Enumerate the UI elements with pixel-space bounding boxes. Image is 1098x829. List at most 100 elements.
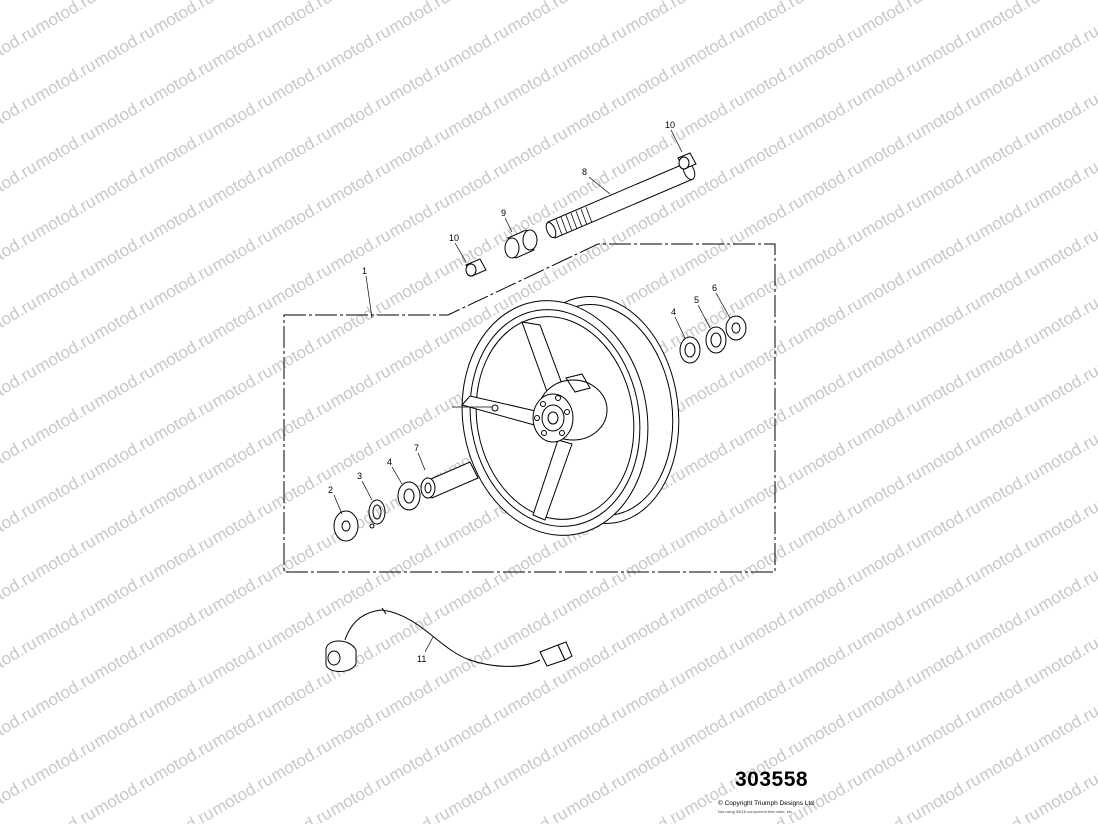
watermark-text: motod.ru <box>150 667 218 717</box>
watermark-text: motod.ru <box>563 21 631 71</box>
watermark-text: motod.ru <box>917 769 985 819</box>
watermark-text: motod.ru <box>445 769 513 819</box>
watermark-text: motod.ru <box>563 633 631 683</box>
watermark-text: motod.ru <box>681 701 749 751</box>
watermark-text: motod.ru <box>681 429 749 479</box>
watermark-text: motod.ru <box>268 463 336 513</box>
watermark-text: motod.ru <box>386 803 454 824</box>
watermark-text: motod.ru <box>386 55 454 105</box>
watermark-text: motod.ru <box>91 225 159 275</box>
watermark-text: motod.ru <box>150 123 218 173</box>
watermark-text: motod.ru <box>209 0 277 3</box>
end-cap-icon <box>678 153 696 169</box>
watermark-text: motod.ru <box>740 259 808 309</box>
watermark-text: motod.ru <box>1035 565 1098 615</box>
watermark-text: motod.ru <box>504 803 572 824</box>
watermark-text: motod.ru <box>681 89 749 139</box>
watermark-text: motod.ru <box>622 803 690 824</box>
watermark-text: motod.ru <box>799 89 867 139</box>
watermark-text: motod.ru <box>0 429 40 479</box>
watermark-text: motod.ru <box>504 735 572 785</box>
watermark-text: motod.ru <box>1094 803 1098 824</box>
watermark-text: motod.ru <box>445 157 513 207</box>
watermark-text: motod.ru <box>32 55 100 105</box>
watermark-text: motod.ru <box>150 0 218 37</box>
watermark-text: motod.ru <box>1035 701 1098 751</box>
watermark-text: motod.ru <box>740 0 808 37</box>
fine-print: Not using 98/16 component test mark, etc… <box>718 809 793 814</box>
watermark-text: motod.ru <box>563 89 631 139</box>
watermark-text: motod.ru <box>976 531 1044 581</box>
watermark-text: motod.ru <box>917 21 985 71</box>
watermark-text: motod.ru <box>268 55 336 105</box>
watermark-text: motod.ru <box>209 225 277 275</box>
watermark-text: motod.ru <box>858 191 926 241</box>
watermark-text: motod.ru <box>858 55 926 105</box>
watermark-text: motod.ru <box>917 225 985 275</box>
watermark-text: motod.ru <box>150 327 218 377</box>
watermark-text: motod.ru <box>1035 225 1098 275</box>
watermark-text: motod.ru <box>32 259 100 309</box>
callout-2: 2 <box>328 485 333 495</box>
watermark-text: motod.ru <box>917 565 985 615</box>
watermark-text: motod.ru <box>1035 0 1098 3</box>
watermark-text: motod.ru <box>32 803 100 824</box>
watermark-text: motod.ru <box>917 157 985 207</box>
watermark-text: motod.ru <box>386 667 454 717</box>
watermark-text: motod.ru <box>563 769 631 819</box>
watermark-text: motod.ru <box>268 0 336 37</box>
watermark-text: motod.ru <box>799 293 867 343</box>
watermark-text: motod.ru <box>386 735 454 785</box>
copyright-notice: © Copyright Triumph Designs Ltd <box>718 800 814 807</box>
watermark-text: motod.ru <box>150 531 218 581</box>
watermark-text: motod.ru <box>91 565 159 615</box>
watermark-text: motod.ru <box>1035 89 1098 139</box>
watermark-text: motod.ru <box>327 157 395 207</box>
watermark-text: motod.ru <box>150 803 218 824</box>
watermark-text: motod.ru <box>268 599 336 649</box>
watermark-text: motod.ru <box>681 361 749 411</box>
watermark-text: motod.ru <box>209 429 277 479</box>
watermark-text: motod.ru <box>386 0 454 37</box>
watermark-text: motod.ru <box>209 565 277 615</box>
watermark-text: motod.ru <box>32 395 100 445</box>
watermark-text: motod.ru <box>0 225 40 275</box>
watermark-text: motod.ru <box>91 701 159 751</box>
watermark-text: motod.ru <box>799 769 867 819</box>
watermark-text: motod.ru <box>386 191 454 241</box>
watermark-text: motod.ru <box>563 565 631 615</box>
watermark-text: motod.ru <box>150 395 218 445</box>
watermark-text: motod.ru <box>327 769 395 819</box>
watermark-text: motod.ru <box>740 463 808 513</box>
watermark-text: motod.ru <box>445 0 513 3</box>
watermark-text: motod.ru <box>0 21 40 71</box>
watermark-text: motod.ru <box>976 259 1044 309</box>
watermark-text: motod.ru <box>504 55 572 105</box>
watermark-text: motod.ru <box>976 599 1044 649</box>
watermark-text: motod.ru <box>268 531 336 581</box>
watermark-text: motod.ru <box>1035 361 1098 411</box>
watermark-text: motod.ru <box>150 259 218 309</box>
watermark-text: motod.ru <box>209 361 277 411</box>
watermark-text: motod.ru <box>563 225 631 275</box>
watermark-text: motod.ru <box>209 701 277 751</box>
watermark-text: motod.ru <box>622 531 690 581</box>
watermark-text: motod.ru <box>917 633 985 683</box>
watermark-text: motod.ru <box>327 701 395 751</box>
watermark-text: motod.ru <box>386 259 454 309</box>
watermark-text: motod.ru <box>91 89 159 139</box>
callout-7: 7 <box>414 443 419 453</box>
watermark-text: motod.ru <box>445 633 513 683</box>
callout-6: 6 <box>712 283 717 293</box>
watermark-text: motod.ru <box>209 157 277 207</box>
watermark-text: motod.ru <box>799 701 867 751</box>
watermark-text: motod.ru <box>917 701 985 751</box>
watermark-text: motod.ru <box>268 191 336 241</box>
bearing-icon <box>398 482 420 510</box>
watermark-text: motod.ru <box>622 735 690 785</box>
watermark-text: motod.ru <box>740 599 808 649</box>
watermark-text: motod.ru <box>209 633 277 683</box>
watermark-text: motod.ru <box>445 701 513 751</box>
